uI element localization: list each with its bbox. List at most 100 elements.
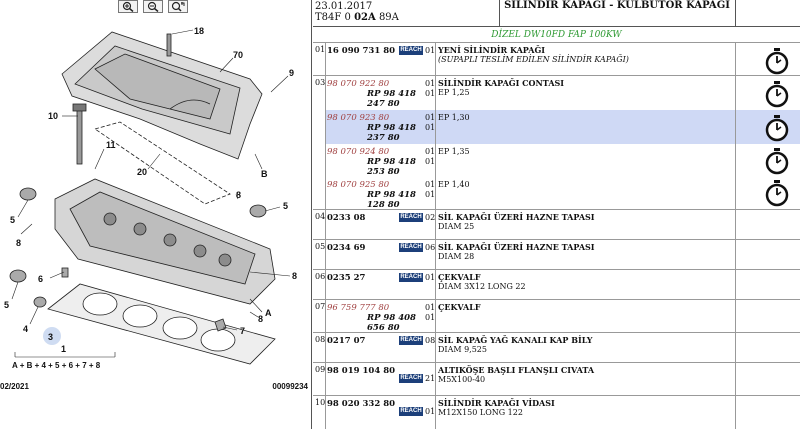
part-side-cell <box>735 333 800 362</box>
part-index: 06 <box>313 270 326 299</box>
part-row-10[interactable]: 10 98 020 332 80 REACH 01 SİLİNDİR KAPAĞ… <box>313 396 800 429</box>
variant-number[interactable]: 98 070 923 80 <box>327 113 390 123</box>
variant-qty-1: 01 <box>425 303 436 312</box>
callout-1: 1 <box>61 344 66 354</box>
part-side-cell <box>735 210 800 239</box>
callout-10: 10 <box>48 111 58 121</box>
header-divider <box>499 0 500 27</box>
part-side-cell <box>735 240 800 269</box>
part-number[interactable]: 98 020 332 80 <box>327 399 396 409</box>
zoom-fit-button[interactable] <box>168 0 188 13</box>
variant-ref: 98 070 923 80 RP 98 418 237 80 <box>326 110 436 143</box>
part-ref: 0233 08 <box>326 210 436 223</box>
part-side-cell <box>735 396 800 429</box>
part-title: YENİ SİLİNDİR KAPAĞI <box>438 45 546 55</box>
part-qty: 02 <box>425 210 436 239</box>
part-row-09[interactable]: 09 98 019 104 80 REACH 21 ALTIKÖŞE BAŞLI… <box>313 363 800 396</box>
part-row-08[interactable]: 08 0217 07 REACH 08 SİL KAPAĞ YAĞ KANALI… <box>313 333 800 363</box>
part-subtitle: (SUPAPLI TESLİM EDİLEN SİLİNDİR KAPAĞI) <box>438 55 629 64</box>
part-row-04[interactable]: 04 0233 08 REACH 02 SİL KAPAĞI ÜZERİ HAZ… <box>313 210 800 240</box>
part-index: 09 <box>313 363 326 395</box>
part-ref: 98 020 332 80 <box>326 396 436 409</box>
part-index: 05 <box>313 240 326 269</box>
part-subtitle: DIAM 3X12 LONG 22 <box>438 282 526 291</box>
part-row-05[interactable]: 05 0234 69 REACH 06 SİL KAPAĞI ÜZERİ HAZ… <box>313 240 800 270</box>
variant-rp[interactable]: RP 98 418 253 80 <box>367 157 416 177</box>
part-description: ÇEKVALF <box>438 300 733 312</box>
variant-qty-2: 01 <box>425 157 436 166</box>
zoom-out-icon <box>147 1 159 12</box>
variant-number[interactable]: 98 070 924 80 <box>327 147 390 157</box>
stopwatch-icon[interactable] <box>763 147 791 175</box>
part-subtitle: M5X100-40 <box>438 375 486 384</box>
header-code-suffix: 89A <box>378 12 399 23</box>
part-number[interactable]: 0234 69 <box>327 243 366 253</box>
stopwatch-icon[interactable] <box>763 80 791 108</box>
part-ref: 98 019 104 80 <box>326 363 436 376</box>
variant-qty-2: 01 <box>425 89 436 98</box>
variant-qty-2: 01 <box>425 190 436 199</box>
zoom-out-button[interactable] <box>143 0 163 13</box>
part-number[interactable]: 0235 27 <box>327 273 366 283</box>
part-row-01[interactable]: 01 16 090 731 80 REACH 01 YENİ SİLİNDİR … <box>313 43 800 76</box>
stopwatch-icon[interactable] <box>763 114 791 142</box>
part-number[interactable]: 98 019 104 80 <box>327 366 396 376</box>
variant-side-cell <box>735 110 800 144</box>
variant-rp[interactable]: RP 98 418 128 80 <box>367 190 416 210</box>
variant-number[interactable]: 98 070 925 80 <box>327 180 390 190</box>
part-ref: 16 090 731 80 <box>326 43 436 56</box>
callout-5a: 5 <box>10 215 15 225</box>
reach-badge: REACH <box>399 46 423 55</box>
part-qty: 21 <box>425 363 436 395</box>
part-title: SİL KAPAĞI ÜZERİ HAZNE TAPASI <box>438 212 595 222</box>
variant-qty-1: 01 <box>425 147 436 156</box>
variant-qty-1: 01 <box>425 180 436 189</box>
callout-8c: 8 <box>292 271 297 281</box>
variant-rp[interactable]: RP 98 418 237 80 <box>367 123 416 143</box>
part-ref: 0217 07 <box>326 333 436 346</box>
reach-badge: REACH <box>399 243 423 252</box>
engine-label: DİZEL DW10FD FAP 100KW <box>313 27 800 43</box>
variant-description: EP 1,30 <box>438 110 733 122</box>
variant-number[interactable]: 98 070 922 80 <box>327 79 390 89</box>
part-index: 07 <box>313 300 326 332</box>
part-index: 01 <box>313 43 326 75</box>
zoom-fit-icon <box>171 1 185 12</box>
stopwatch-icon[interactable] <box>763 179 791 207</box>
part-side-cell <box>735 270 800 299</box>
zoom-in-button[interactable] <box>118 0 138 13</box>
diagram-date: 02/2021 <box>0 382 29 391</box>
variant-rp[interactable]: RP 98 418 247 80 <box>367 89 416 109</box>
diagram-reference: 00099234 <box>272 382 308 391</box>
callout-8d: 8 <box>258 314 263 324</box>
part-number[interactable]: 0217 07 <box>327 336 366 346</box>
stopwatch-icon[interactable] <box>763 47 791 75</box>
callout-A: A <box>265 308 272 318</box>
part-title: SİL KAPAĞI ÜZERİ HAZNE TAPASI <box>438 242 595 252</box>
part-number[interactable]: 16 090 731 80 <box>327 46 396 56</box>
zoom-in-icon <box>122 1 134 12</box>
variant-qty-1: 01 <box>425 113 436 122</box>
part-ref: 0235 27 <box>326 270 436 283</box>
callout-5b: 5 <box>283 201 288 211</box>
variant-qty-2: 01 <box>425 313 436 322</box>
variant-thickness: EP 1,30 <box>438 113 470 122</box>
diagram-pane: 18 70 9 10 11 20 B 5 8 8 5 8 6 5 4 3 1 A… <box>0 0 312 429</box>
part-number[interactable]: 0233 08 <box>327 213 366 223</box>
part-description: YENİ SİLİNDİR KAPAĞI(SUPAPLI TESLİM EDİL… <box>438 43 733 65</box>
variant-index-blank <box>313 110 326 144</box>
variant-rp[interactable]: RP 98 408 656 80 <box>367 313 416 333</box>
part-side-cell <box>735 300 800 332</box>
variant-number[interactable]: 96 759 777 80 <box>327 303 390 313</box>
